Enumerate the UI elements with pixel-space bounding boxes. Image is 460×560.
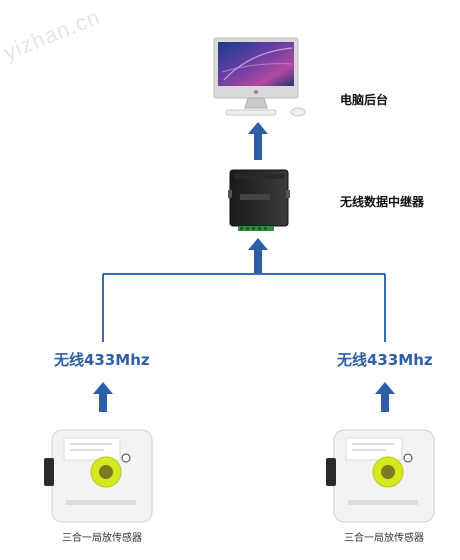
- arrow-up-right-sensor: [375, 382, 395, 412]
- connection-lines: [102, 273, 386, 342]
- repeater-device-icon: [228, 169, 290, 231]
- sensor-device-right: [326, 429, 435, 523]
- sensor-device-left: [44, 429, 153, 523]
- repeater-label: 无线数据中继器: [340, 195, 425, 209]
- arrow-up-to-computer: [248, 122, 268, 160]
- wireless-label-right: 无线433Mhz: [337, 351, 433, 369]
- sensor-label-left: 三合一局放传感器: [62, 533, 142, 544]
- sensor-label-right: 三合一局放传感器: [344, 533, 424, 544]
- computer-icon: [213, 37, 306, 117]
- arrow-up-to-repeater: [248, 238, 268, 274]
- wireless-label-left: 无线433Mhz: [54, 351, 150, 369]
- arrow-up-left-sensor: [93, 382, 113, 412]
- computer-label: 电脑后台: [340, 93, 389, 107]
